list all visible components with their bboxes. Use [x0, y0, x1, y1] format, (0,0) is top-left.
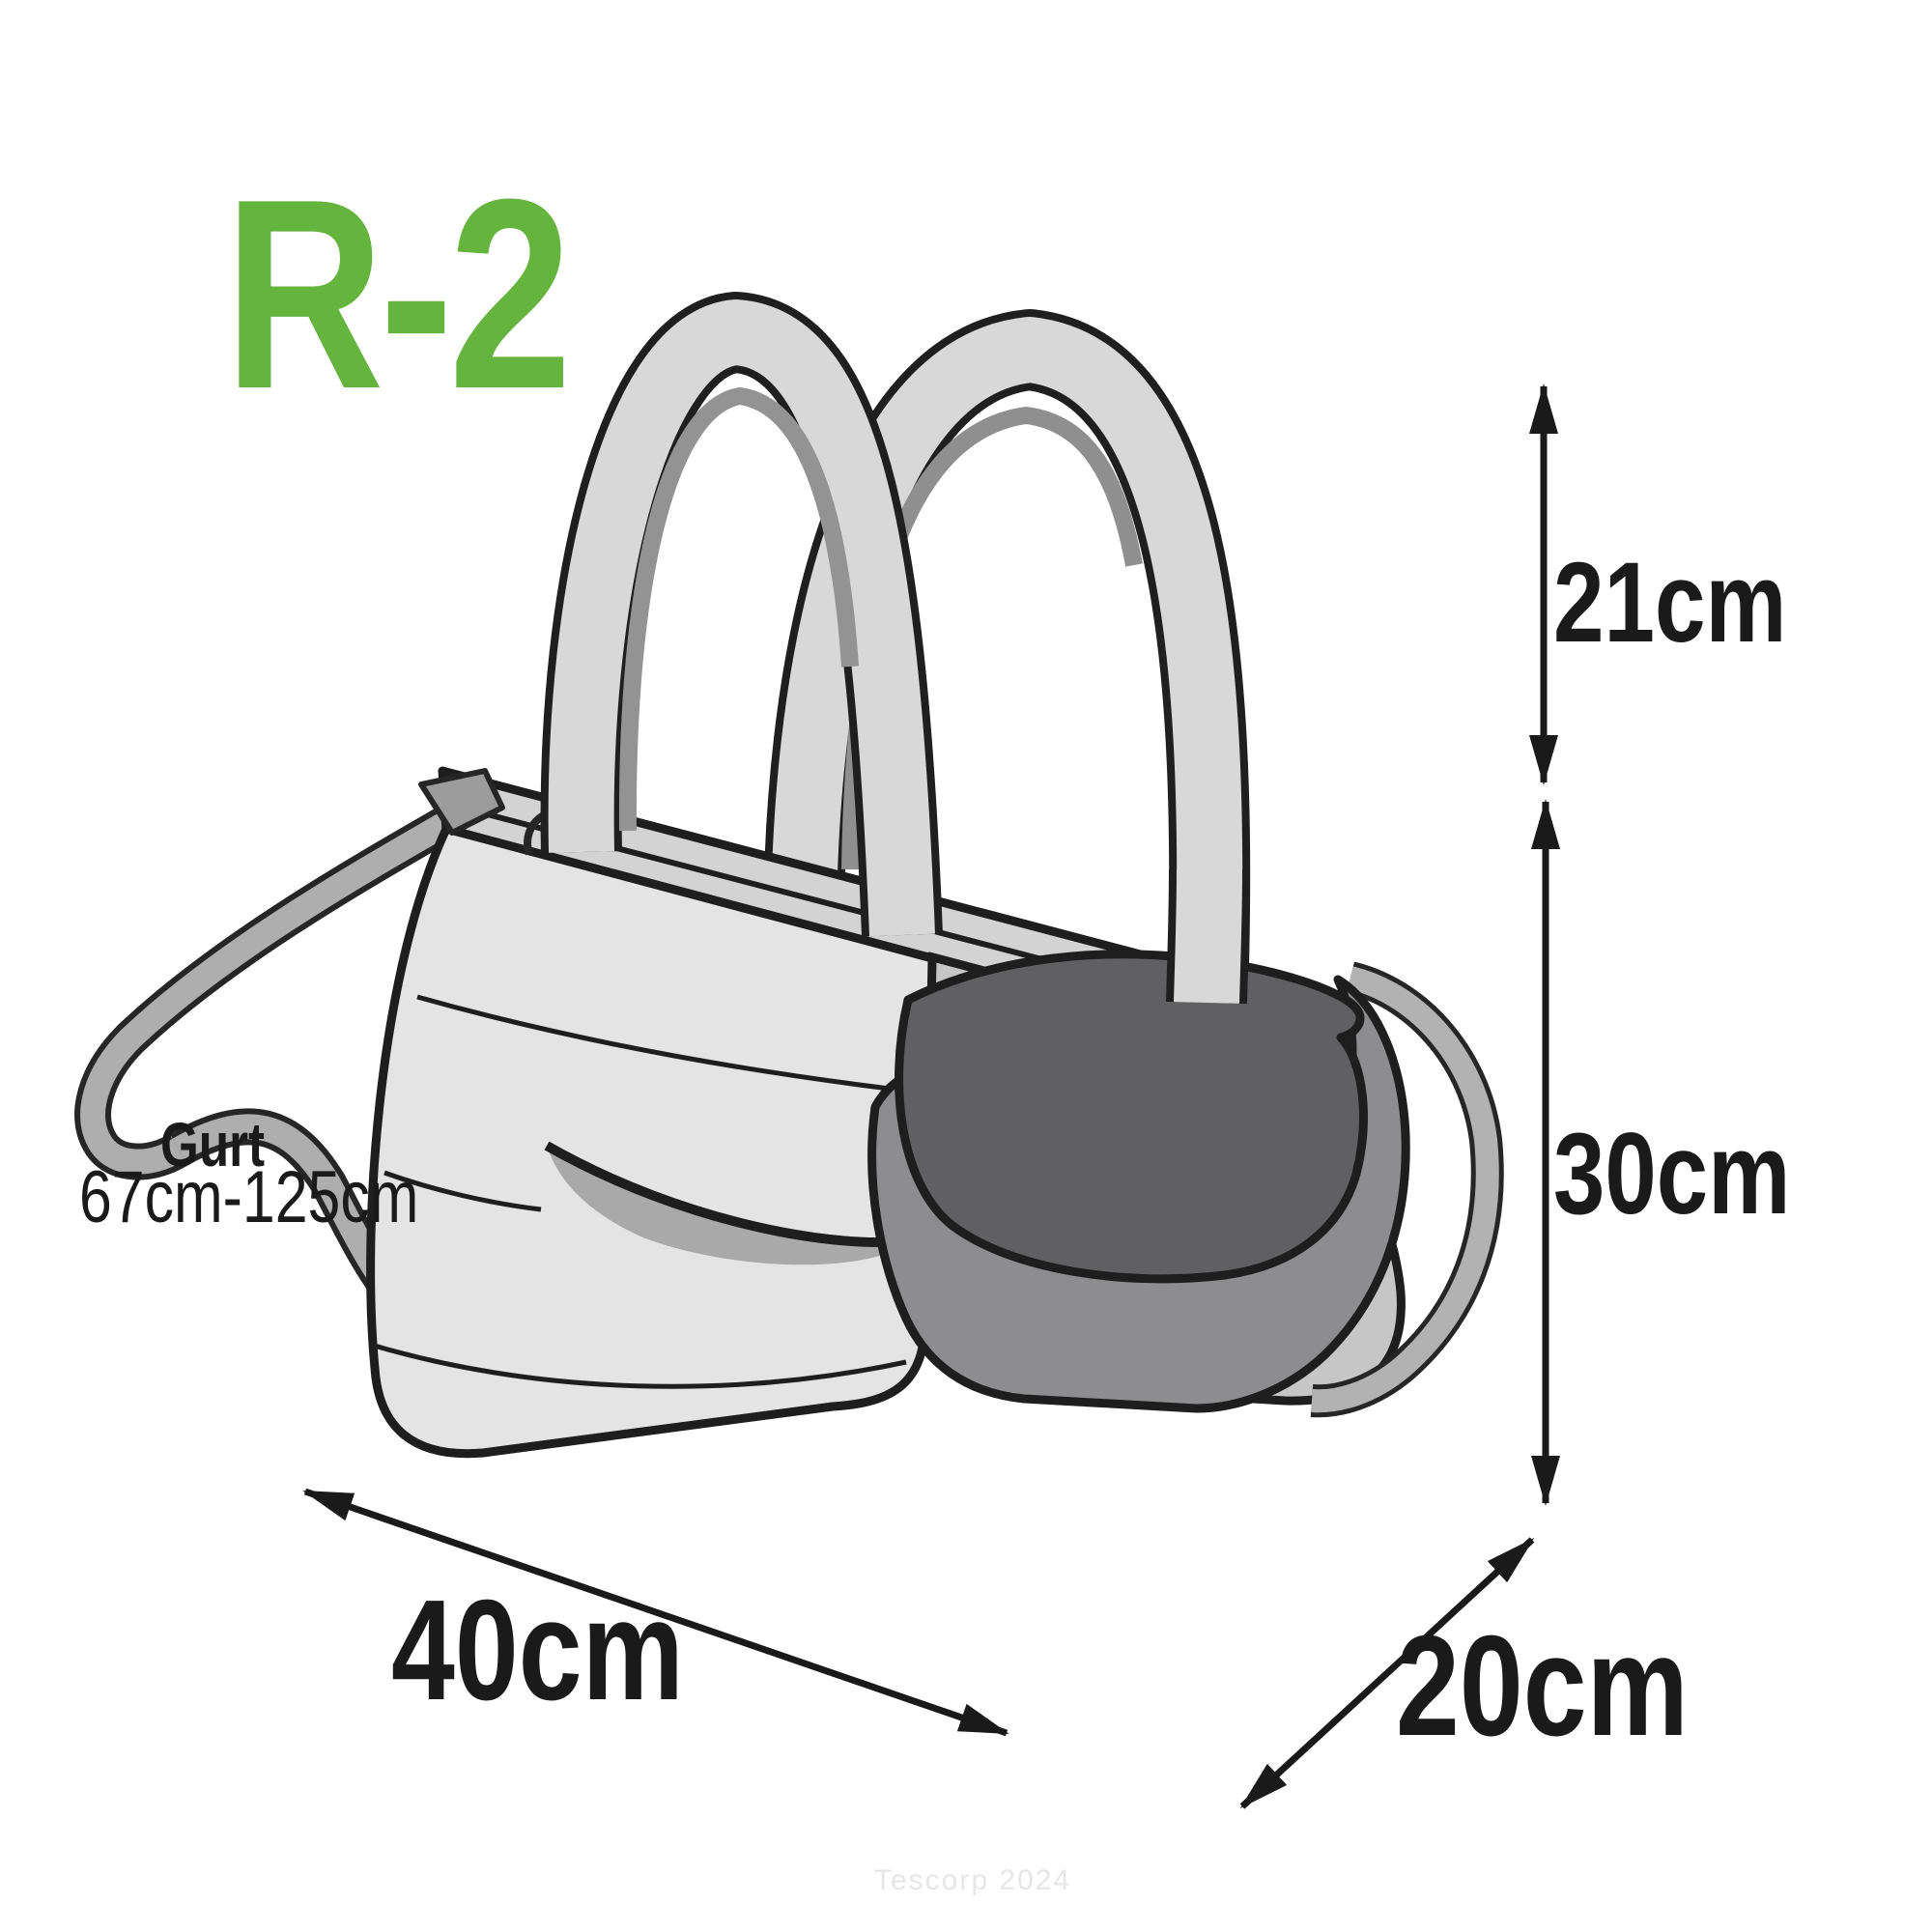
width-label: 40cm: [391, 1571, 684, 1730]
watermark-text: Tescorp 2024: [874, 1864, 1072, 1896]
width-arrow: [302, 1488, 1009, 1737]
quilt-seam: [370, 1342, 907, 1389]
back-handle-leg: [1166, 868, 1250, 1005]
front-handle: [540, 292, 943, 937]
strap-range-label: 67cm-125cm: [79, 1156, 419, 1238]
bag-front-face: [366, 824, 937, 1459]
front-slit-shadow: [547, 1146, 912, 1265]
body-height-label: 30cm: [1553, 1109, 1791, 1238]
quilt-seam: [416, 994, 930, 1096]
quilt-seam: [384, 1170, 542, 1212]
side-pocket-flap: [895, 950, 1368, 1284]
shoulder-strap-right: [1310, 961, 1504, 1418]
strap-corner-wedge: [418, 768, 505, 836]
side-pocket: [867, 950, 1410, 1413]
handle-height-label: 21cm: [1553, 539, 1787, 667]
strap-label: Gurt: [160, 1110, 266, 1179]
depth-arrow: [1239, 1537, 1535, 1809]
depth-label: 20cm: [1396, 1606, 1689, 1766]
dimension-arrows: [302, 384, 1560, 1809]
model-label: R-2: [224, 144, 572, 445]
